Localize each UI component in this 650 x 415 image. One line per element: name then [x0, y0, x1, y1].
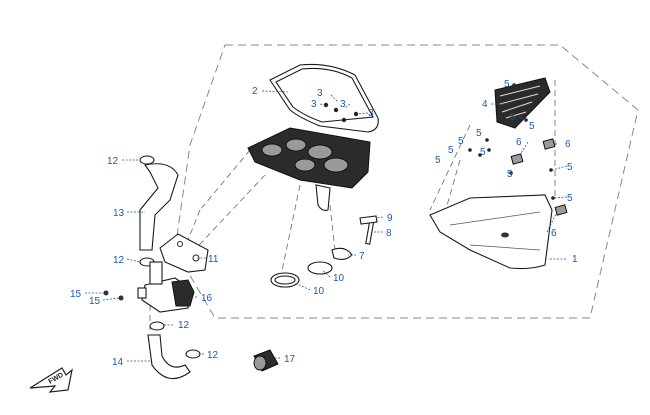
ring-clamps: [139, 155, 201, 359]
callout-12: 12: [207, 350, 219, 361]
callout-5: 5: [435, 155, 441, 166]
side-cover-panel: [429, 194, 553, 270]
airbox-housing: [247, 127, 371, 211]
callout-15: 15: [70, 289, 82, 300]
callout-12: 12: [113, 255, 125, 266]
callout-3: 3: [368, 108, 374, 119]
upper-breather-hose: [139, 163, 179, 251]
callout-3: 3: [311, 99, 317, 110]
drain-fittings: [331, 215, 378, 261]
airbox-cover-gasket-inner: [275, 67, 374, 123]
assembly-boundary: [174, 44, 639, 319]
callout-15: 15: [89, 296, 101, 307]
callout-9: 9: [387, 213, 393, 224]
rubber-bushings: [510, 138, 568, 216]
cover-screws: [468, 83, 555, 200]
air-valve-assembly: [137, 261, 195, 313]
callout-4: 4: [482, 99, 488, 110]
callout-13: 13: [113, 208, 125, 219]
hose-clamps: [270, 261, 333, 288]
callout-12: 12: [107, 156, 119, 167]
callout-5: 5: [448, 145, 454, 156]
callout-3: 3: [340, 99, 346, 110]
callout-3: 3: [317, 88, 323, 99]
callout-leaders: [85, 83, 568, 362]
callout-5: 5: [529, 121, 535, 132]
valve-bolts: [103, 290, 124, 301]
rubber-sleeve: [253, 349, 279, 372]
callout-5: 5: [476, 128, 482, 139]
callout-10: 10: [313, 286, 325, 297]
callout-14: 14: [112, 357, 124, 368]
callout-5: 5: [507, 169, 513, 180]
callout-5: 5: [504, 79, 510, 90]
callout-2: 2: [252, 86, 258, 97]
forward-direction-arrow: FWD: [29, 367, 73, 393]
callout-8: 8: [386, 228, 392, 239]
air-filter-grille: [494, 77, 551, 129]
callout-5: 5: [567, 162, 573, 173]
callout-6: 6: [565, 139, 571, 150]
callout-11: 11: [208, 254, 219, 265]
callout-5: 5: [510, 112, 516, 123]
callout-6: 6: [551, 228, 557, 239]
callout-7: 7: [359, 251, 365, 262]
lower-breather-hose: [147, 334, 191, 380]
callout-5: 5: [458, 136, 464, 147]
callout-labels: 1 2 3 3 3 3 4 5 5 5 5 5 5 5 5 5 5 5 6 6 …: [70, 79, 578, 368]
callout-5: 5: [567, 193, 573, 204]
callout-17: 17: [284, 354, 296, 365]
mounting-bracket: [159, 233, 209, 273]
callout-6: 6: [516, 137, 522, 148]
callout-1: 1: [572, 254, 578, 265]
callout-5: 5: [480, 147, 486, 158]
callout-12: 12: [178, 320, 190, 331]
callout-16: 16: [201, 293, 213, 304]
callout-10: 10: [333, 273, 345, 284]
